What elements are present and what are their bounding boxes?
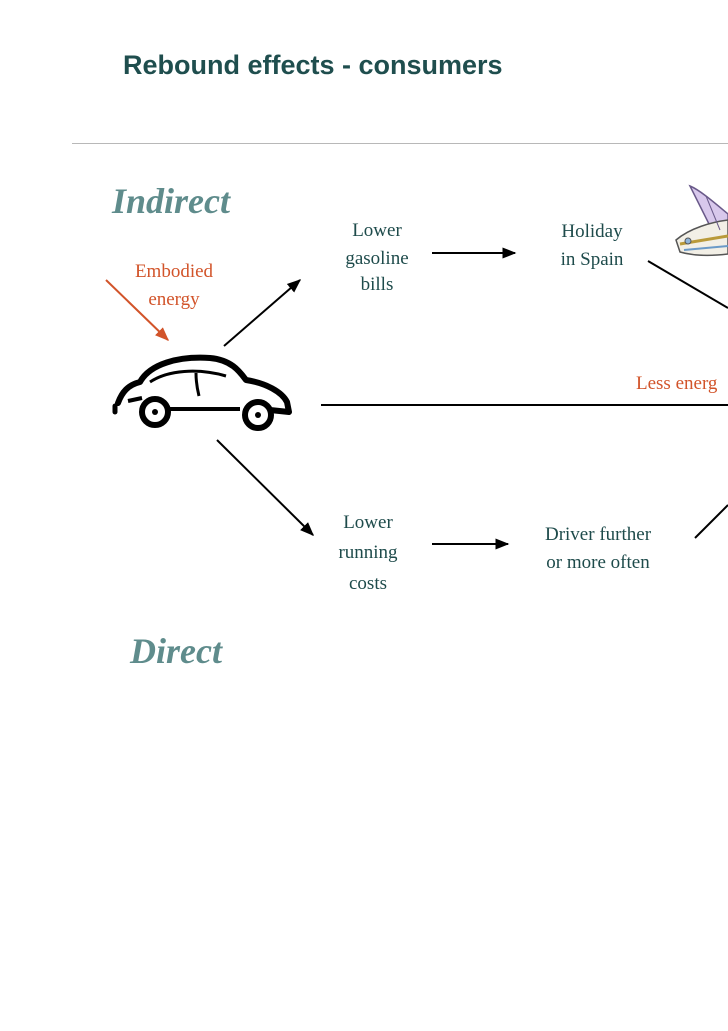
arrow-driver-offscreen [694,504,728,539]
embodied-line1: Embodied [134,261,214,282]
arrow-car-to-running-costs [216,439,314,536]
indirect-label: Indirect [112,181,231,221]
node-line: costs [349,573,387,594]
node-line: Holiday [561,221,623,242]
node-line: gasoline [345,248,409,269]
title-divider [72,143,728,144]
node-lower-running-costs: Lower running costs [328,509,408,598]
embodied-line2: energy [148,289,200,310]
node-line: or more often [546,552,650,573]
arrow-embodied-to-car [105,279,170,341]
less-energy-label: Less energ [636,373,718,394]
node-line: in Spain [560,249,624,270]
arrow-holiday-offscreen [647,260,728,309]
car-icon [112,354,292,431]
slide-title: Rebound effects - consumers [123,50,503,80]
node-line: Lower [343,512,393,533]
direct-label: Direct [130,631,222,671]
node-line: running [338,542,398,563]
node-lower-gasoline-bills: Lower gasoline bills [333,217,421,299]
airplane-icon [675,184,728,257]
embodied-energy-label: Embodied energy [126,258,222,314]
node-line: bills [360,274,394,295]
node-holiday-in-spain: Holiday in Spain [548,218,636,274]
arrow-car-to-gasoline-bills [223,279,302,347]
node-line: Lower [352,220,402,241]
node-line: Driver further [544,524,652,545]
node-driver-further: Driver further or more often [532,521,664,577]
